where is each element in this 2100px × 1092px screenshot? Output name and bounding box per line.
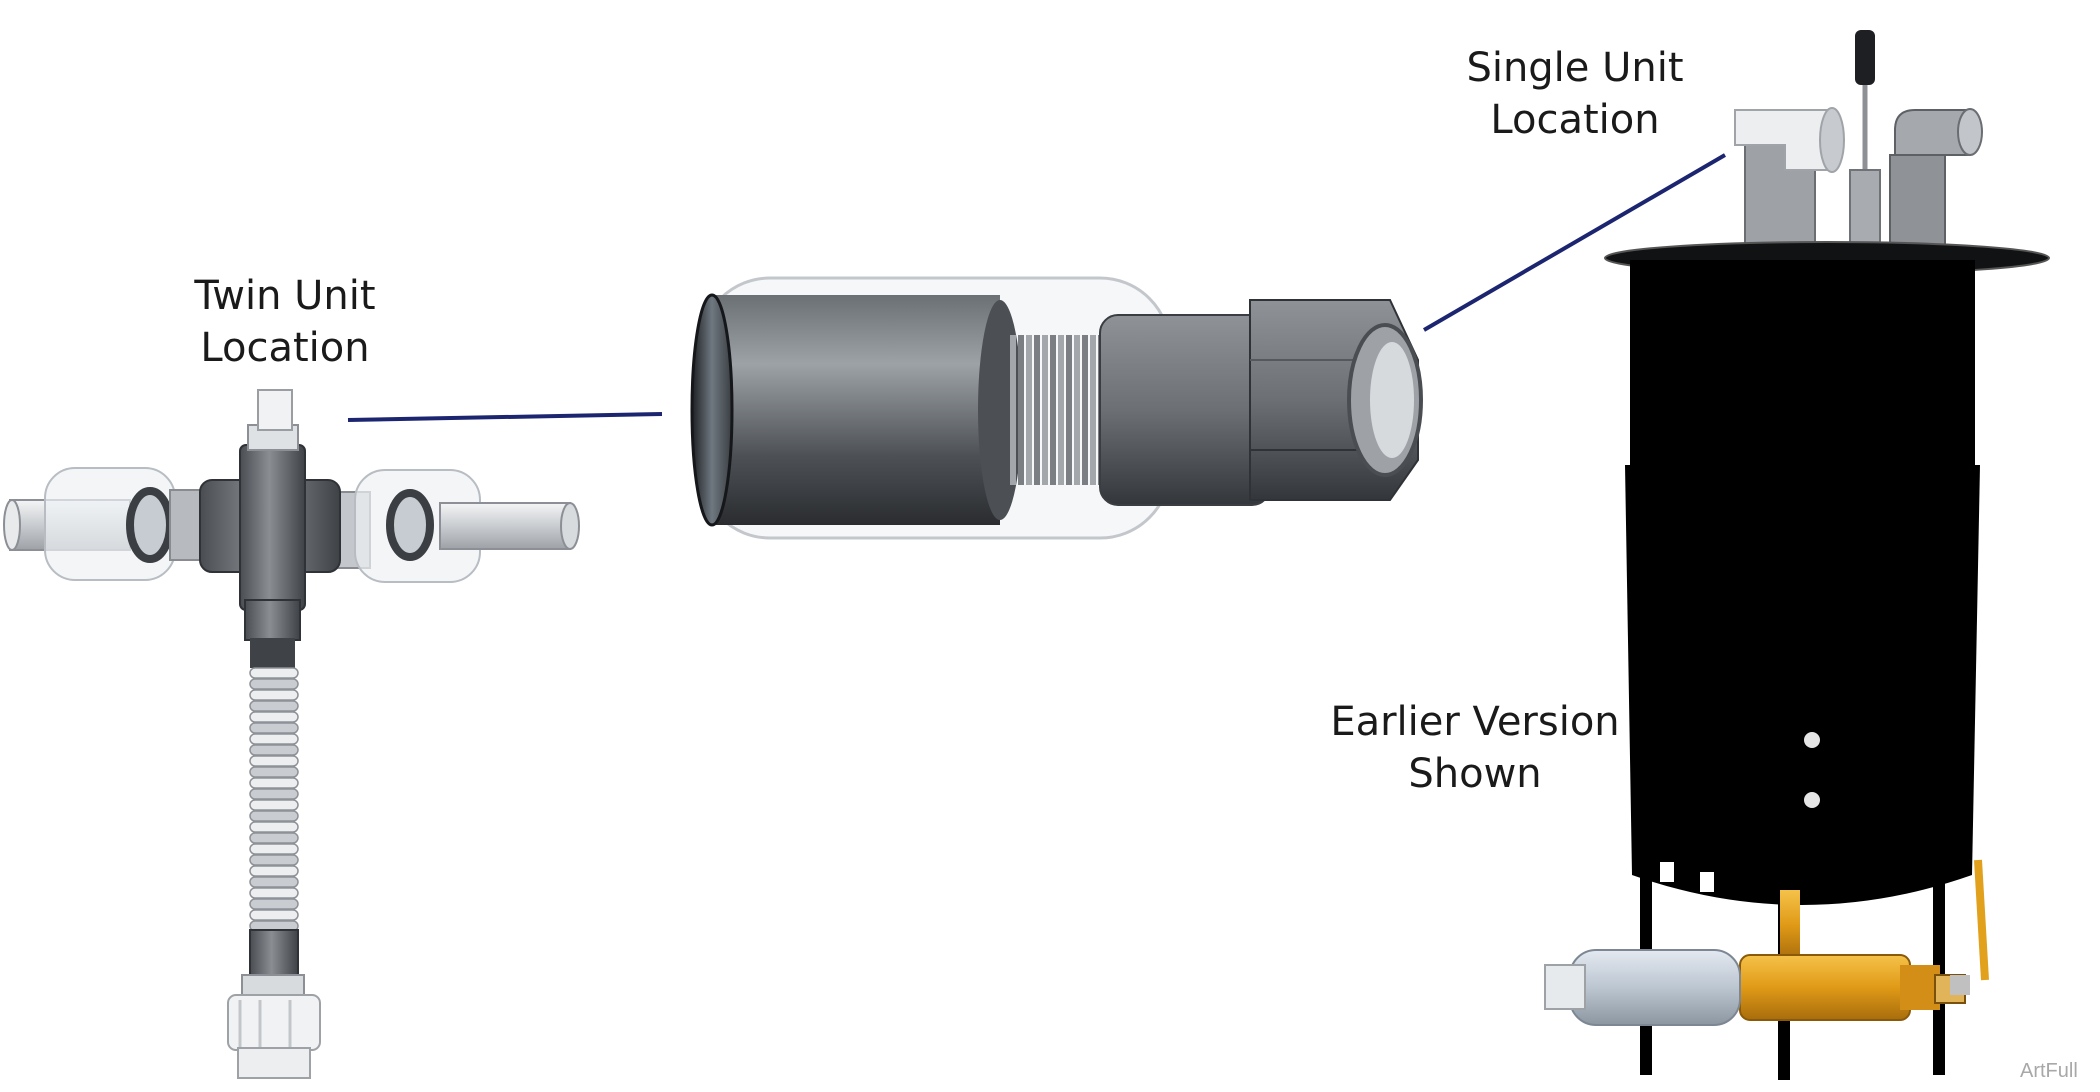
hose-rib: [249, 777, 299, 789]
hose-rib: [249, 843, 299, 855]
drain-valve: [1544, 859, 1989, 1026]
tank-assembly: [1544, 30, 2050, 1080]
thread-ridge: [1042, 335, 1048, 485]
twin-unit-label-line1: Twin Unit: [194, 273, 376, 319]
earlier-version-label-line2: Shown: [1408, 751, 1542, 797]
hose-rib: [249, 799, 299, 811]
hose-rib: [249, 766, 299, 778]
thread-ridge: [1050, 335, 1056, 485]
thread-ridge: [1090, 335, 1096, 485]
hose-rib: [249, 788, 299, 800]
single-unit-label-line2: Location: [1490, 97, 1660, 143]
hose-rib: [249, 678, 299, 690]
left-horizontal-pipe: [3, 467, 211, 581]
hose-rib: [249, 667, 299, 679]
hose-rib: [249, 876, 299, 888]
thread-ridge: [1018, 335, 1024, 485]
thread-ridge: [1082, 335, 1088, 485]
thread-ridge: [1034, 335, 1040, 485]
corrugated-hose: [249, 667, 299, 932]
hose-rib: [249, 722, 299, 734]
inline-filter-cutaway: [690, 276, 1423, 540]
vertical-pipe: [244, 599, 301, 668]
twin-unit-location-label: Twin Unit Location: [160, 270, 410, 374]
single-unit-label-line1: Single Unit: [1466, 45, 1684, 91]
hose-rib: [249, 821, 299, 833]
twin-unit-leader-line: [347, 412, 663, 422]
hose-rib: [249, 744, 299, 756]
hose-rib: [249, 711, 299, 723]
hose-rib: [249, 909, 299, 921]
thread-ridge: [1058, 335, 1064, 485]
twin-unit-label-line2: Location: [200, 325, 370, 371]
hose-rib: [249, 832, 299, 844]
hose-rib: [249, 865, 299, 877]
single-unit-leader-line: [1422, 153, 1727, 332]
hose-rib: [249, 689, 299, 701]
hose-rib: [249, 887, 299, 899]
right-horizontal-pipe: [329, 469, 580, 583]
top-fittings: [1734, 30, 1983, 256]
earlier-version-label-line1: Earlier Version: [1330, 699, 1620, 745]
hose-rib: [249, 898, 299, 910]
twin-unit-assembly: [3, 389, 580, 1079]
earlier-version-label: Earlier Version Shown: [1310, 696, 1640, 800]
thread-ridge: [1074, 335, 1080, 485]
thread-ridge: [1010, 335, 1016, 485]
thread-ridge: [1066, 335, 1072, 485]
hose-rib: [249, 810, 299, 822]
single-unit-location-label: Single Unit Location: [1440, 42, 1710, 146]
hose-rib: [249, 733, 299, 745]
bottom-fittings: [227, 929, 321, 1079]
hose-rib: [249, 854, 299, 866]
tee-fitting: [199, 389, 341, 611]
thread-ridge: [1026, 335, 1032, 485]
watermark: ArtFull: [2020, 1060, 2078, 1082]
hose-rib: [249, 700, 299, 712]
hose-rib: [249, 755, 299, 767]
